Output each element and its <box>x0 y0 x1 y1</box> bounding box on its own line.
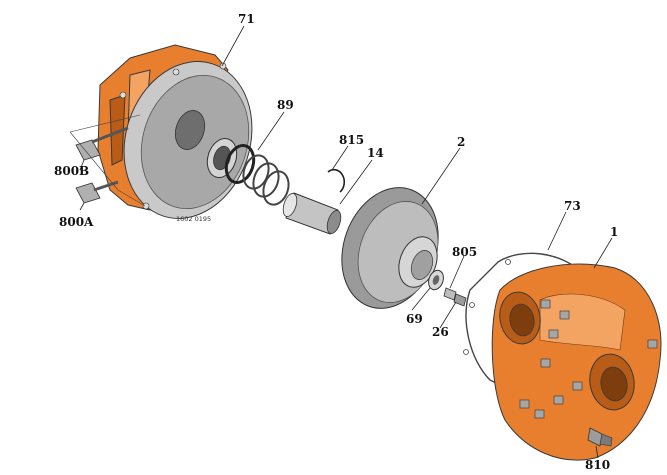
part-89-mechanical-seal <box>206 137 290 206</box>
label-part-71: 71 <box>238 12 255 26</box>
part-815-retaining-ring <box>327 168 346 193</box>
part-2-impeller <box>341 187 439 309</box>
label-part-2: 2 <box>457 135 465 149</box>
drawing-number: 1602 0195 <box>176 215 211 223</box>
assembly-guide-lines <box>69 114 146 207</box>
part-800b-stud <box>75 126 129 161</box>
label-part-73: 73 <box>564 199 581 213</box>
part-71-bracket <box>97 44 253 219</box>
label-part-89: 89 <box>277 98 294 112</box>
label-part-69: 69 <box>406 312 423 326</box>
part-26-plug <box>453 293 467 307</box>
label-part-810: 810 <box>585 458 610 472</box>
label-part-14: 14 <box>367 146 384 160</box>
part-14-shaft-sleeve <box>282 192 342 235</box>
label-part-800b: 800B <box>54 164 89 178</box>
label-part-800a: 800A <box>59 215 94 229</box>
part-69-washer <box>428 269 444 291</box>
part-800a-stud <box>75 180 119 204</box>
label-part-805: 805 <box>452 245 477 259</box>
leader-lines <box>79 25 613 459</box>
part-805-nut <box>443 287 457 301</box>
label-part-815: 815 <box>339 133 364 147</box>
part-1-pump-casing <box>491 263 662 461</box>
part-810-bolts <box>587 427 613 447</box>
label-part-26: 26 <box>432 325 449 339</box>
label-part-1: 1 <box>610 225 618 239</box>
